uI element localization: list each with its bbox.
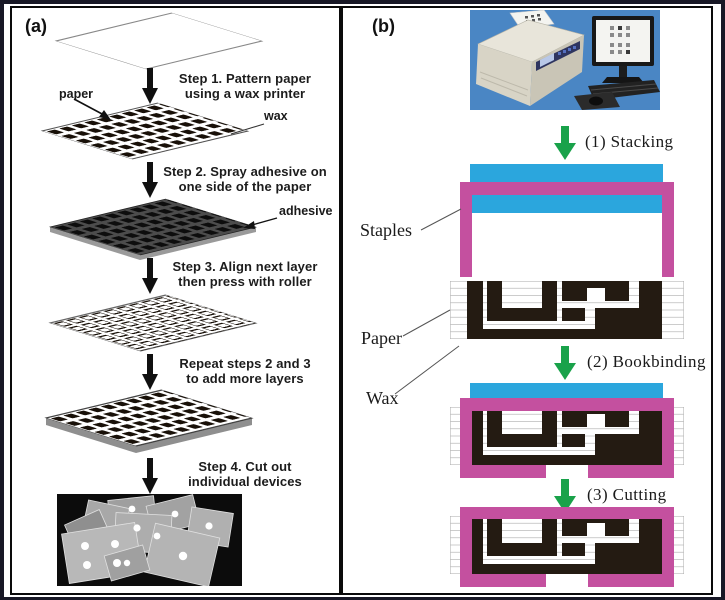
blank-paper-sheet <box>54 12 264 70</box>
green-down-arrow-icon <box>554 126 576 160</box>
step1-line1: Step 1. Pattern paper <box>178 71 312 86</box>
repeat-line2: to add more layers <box>186 370 304 386</box>
cut-frame-right <box>662 507 674 587</box>
top-cover-blue-bar <box>470 164 663 182</box>
cut-paper-stack <box>450 516 684 574</box>
panel-b: (b) <box>341 6 713 595</box>
step2-caption: Step 2. Spray adhesive on one side of th… <box>145 164 345 194</box>
step2-line1: Step 2. Spray adhesive on <box>163 164 327 179</box>
bound-paper-stack <box>450 407 684 465</box>
cut-frame-bottom-left <box>460 574 546 587</box>
printer-computer-photo <box>470 10 660 110</box>
multilayer-sheet <box>44 389 254 453</box>
bookbinding-blue-cover <box>470 383 663 399</box>
wax-label: wax <box>264 109 288 123</box>
panel-a-label: (a) <box>25 16 47 36</box>
process-step-cutting: (3) Cutting <box>587 485 667 504</box>
aligned-layer-sheet <box>48 294 258 352</box>
binding-frame-left <box>460 398 472 478</box>
inner-cover-blue-bar <box>472 195 662 213</box>
step1-line2: using a wax printer <box>184 85 306 101</box>
process-step-stacking: (1) Stacking <box>585 132 674 151</box>
wax-printer-illustration <box>476 10 585 106</box>
step4-line2: individual devices <box>188 473 302 489</box>
binding-frame-top <box>460 398 674 411</box>
process-step-bookbinding: (2) Bookbinding <box>587 352 706 371</box>
paper-stack-cross-section <box>450 281 684 339</box>
staple-frame-top <box>460 182 674 195</box>
wax-label: Wax <box>366 388 399 408</box>
green-down-arrow-icon <box>554 346 576 380</box>
step4-caption: Step 4. Cut out individual devices <box>145 459 345 489</box>
down-arrow-icon <box>142 458 158 494</box>
step4-line1: Step 4. Cut out <box>198 459 292 474</box>
adhesive-sheet <box>48 198 258 260</box>
repeat-caption: Repeat steps 2 and 3 to add more layers <box>145 356 345 386</box>
step2-line2: one side of the paper <box>178 178 312 194</box>
cut-devices-photo <box>57 494 242 586</box>
binding-frame-bottom-right <box>588 465 674 478</box>
step3-line2: then press with roller <box>178 273 312 289</box>
down-arrow-icon <box>142 162 158 198</box>
step3-caption: Step 3. Align next layer then press with… <box>145 259 345 289</box>
panel-a: (a) Step 1. Pattern paper using a wax pr… <box>10 6 341 595</box>
repeat-line1: Repeat steps 2 and 3 <box>179 356 311 371</box>
binding-frame-right <box>662 398 674 478</box>
paper-label: paper <box>59 87 94 101</box>
staple-frame-right-leg <box>662 195 674 277</box>
green-down-arrow-icon <box>554 479 576 513</box>
cut-frame-bottom-right <box>588 574 674 587</box>
down-arrow-icon <box>142 258 158 294</box>
paper-label: Paper <box>361 328 402 348</box>
staple-frame-left-leg <box>460 195 472 277</box>
cut-frame-left <box>460 507 472 587</box>
wax-printed-sheet <box>40 102 250 160</box>
step1-caption: Step 1. Pattern paper using a wax printe… <box>145 71 345 101</box>
step3-line1: Step 3. Align next layer <box>172 259 318 274</box>
staples-label: Staples <box>360 220 412 240</box>
binding-frame-bottom-left <box>460 465 546 478</box>
down-arrow-icon <box>142 68 158 104</box>
panel-b-label: (b) <box>372 16 395 36</box>
computer-illustration <box>574 16 660 110</box>
adhesive-label: adhesive <box>279 204 333 218</box>
down-arrow-icon <box>142 354 158 390</box>
cut-frame-top <box>460 507 674 519</box>
